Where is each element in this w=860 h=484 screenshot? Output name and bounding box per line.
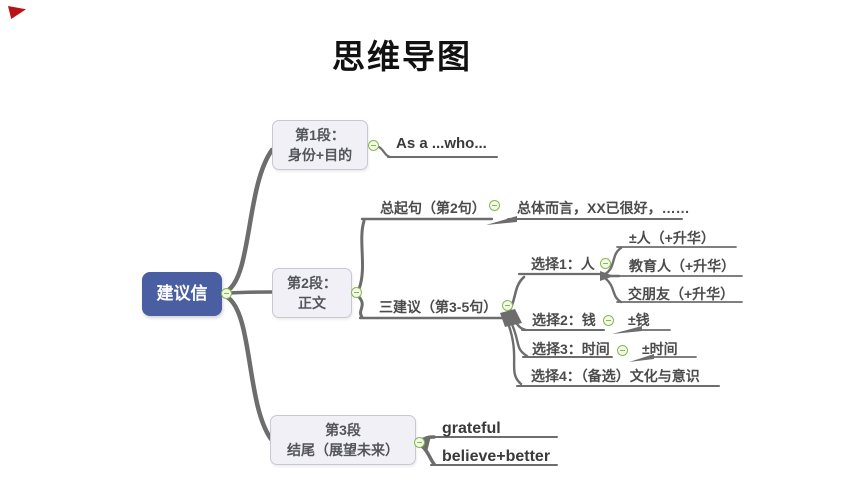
- option3-child[interactable]: ±时间: [642, 341, 678, 357]
- option4-label[interactable]: 选择4：（备选）文化与意识: [531, 368, 700, 384]
- branch-root-to-para1: [224, 147, 275, 294]
- option1-child-2[interactable]: 教育人（+升华）: [629, 258, 736, 274]
- option1-child-1[interactable]: ±人（+升华）: [629, 230, 715, 246]
- option2-child[interactable]: ±钱: [628, 312, 650, 328]
- para1-line1: 第1段：: [295, 126, 345, 143]
- option1-label[interactable]: 选择1：人: [531, 256, 595, 272]
- collapse-minus-icon[interactable]: [414, 437, 425, 448]
- collapse-minus-icon[interactable]: [502, 300, 513, 311]
- collapse-minus-icon[interactable]: [351, 287, 362, 298]
- para2-line1: 第2段：: [287, 274, 337, 291]
- opening-label[interactable]: 总起句（第2句）: [380, 200, 486, 216]
- collapse-minus-icon[interactable]: [489, 200, 500, 211]
- para1-child-label[interactable]: As a ...who...: [396, 135, 487, 152]
- opening-note[interactable]: 总体而言，XX已很好，……: [517, 200, 690, 216]
- para1-node[interactable]: 第1段： 身份+目的: [272, 120, 368, 170]
- branch-root-to-para2: [227, 290, 274, 295]
- para2-node[interactable]: 第2段： 正文: [272, 268, 352, 318]
- para3-line2: 结尾（展望未来）: [287, 442, 399, 458]
- collapse-minus-icon[interactable]: [600, 258, 611, 269]
- para3-child-1[interactable]: grateful: [442, 420, 501, 437]
- root-node[interactable]: 建议信: [142, 272, 222, 316]
- option3-label[interactable]: 选择3：时间: [532, 341, 610, 357]
- collapse-minus-icon[interactable]: [221, 288, 232, 299]
- branch-root-to-para3: [224, 294, 274, 442]
- para2-line2: 正文: [298, 295, 326, 311]
- collapse-minus-icon[interactable]: [603, 315, 614, 326]
- root-node-label: 建议信: [156, 283, 208, 303]
- suggestions-label[interactable]: 三建议（第3-5句）: [379, 299, 498, 315]
- option2-label[interactable]: 选择2：钱: [532, 312, 596, 328]
- para3-node[interactable]: 第3段 结尾（展望未来）: [270, 415, 416, 465]
- para3-child-2[interactable]: believe+better: [442, 448, 551, 465]
- option1-child-3[interactable]: 交朋友（+升华）: [628, 286, 735, 302]
- slide-title: 思维导图: [332, 38, 472, 75]
- collapse-minus-icon[interactable]: [617, 345, 628, 356]
- collapse-minus-icon[interactable]: [368, 140, 379, 151]
- para3-line1: 第3段: [325, 421, 361, 438]
- para1-line2: 身份+目的: [287, 147, 353, 163]
